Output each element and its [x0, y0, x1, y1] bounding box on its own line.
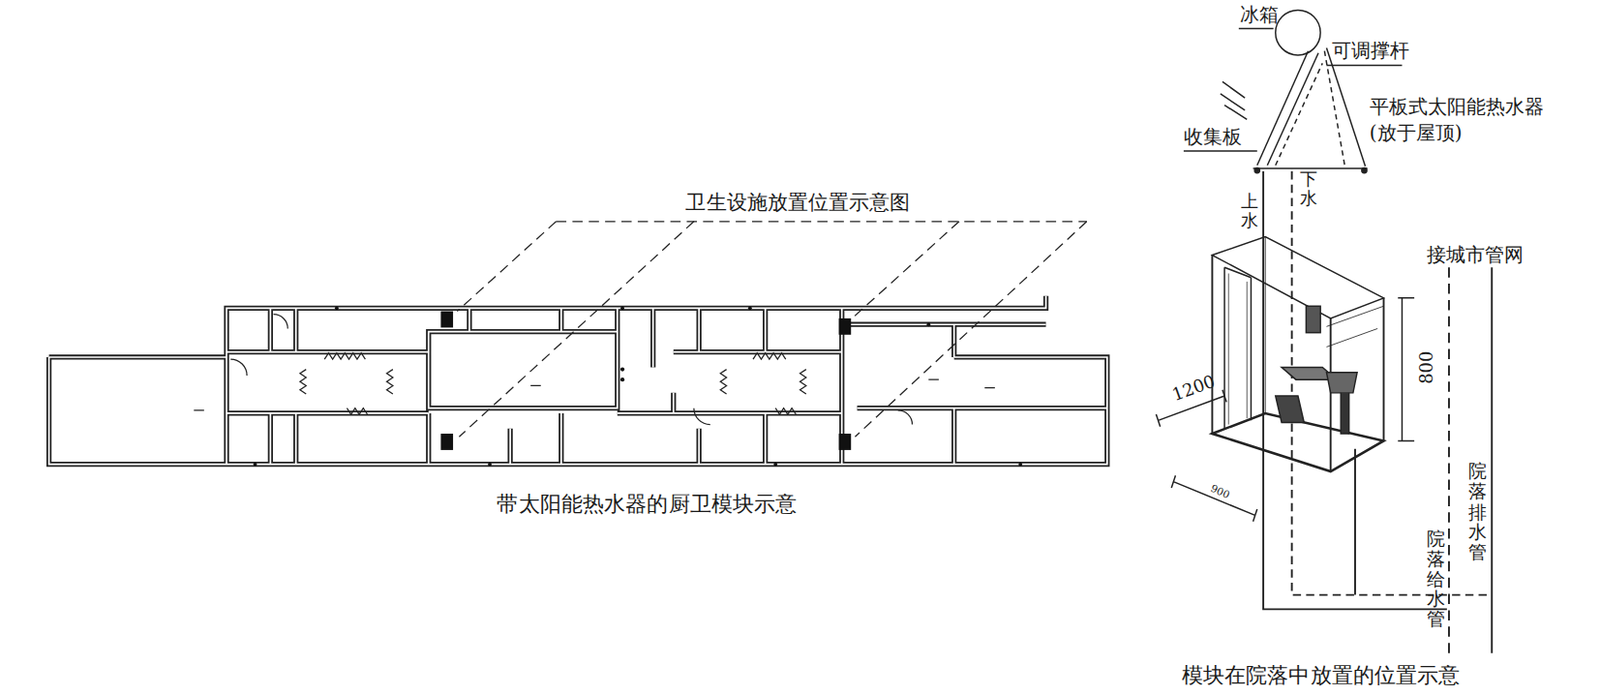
pipe-label: 院落给水管 [1426, 528, 1446, 630]
dimension-label: 800 [1416, 351, 1437, 385]
pipe-label: 上水 [1240, 191, 1259, 230]
dimension-label: 900 [1208, 482, 1233, 502]
solar-heater [1183, 10, 1403, 174]
pipe-label: 院落排水管 [1468, 461, 1487, 563]
dimension-label: 1200 [1169, 370, 1218, 406]
leader-dashed [456, 221, 1087, 437]
figure-label: 卫生设施放置位置示意图 [685, 189, 910, 214]
part-label: 可调撑杆 [1331, 38, 1410, 62]
part-label: 接城市管网 [1426, 242, 1524, 267]
figure-caption: 模块在院落中放置的位置示意 [1181, 663, 1461, 690]
pipe-label: 下水 [1299, 169, 1318, 208]
part-label: 冰箱 [1239, 2, 1279, 27]
module-box [1155, 237, 1415, 522]
part-label: 平板式太阳能热水器 (放于屋顶) [1369, 93, 1544, 147]
figure-caption: 带太阳能热水器的厨卫模块示意 [496, 491, 797, 518]
floor-plan [49, 296, 1108, 467]
part-label: 收集板 [1183, 124, 1242, 149]
